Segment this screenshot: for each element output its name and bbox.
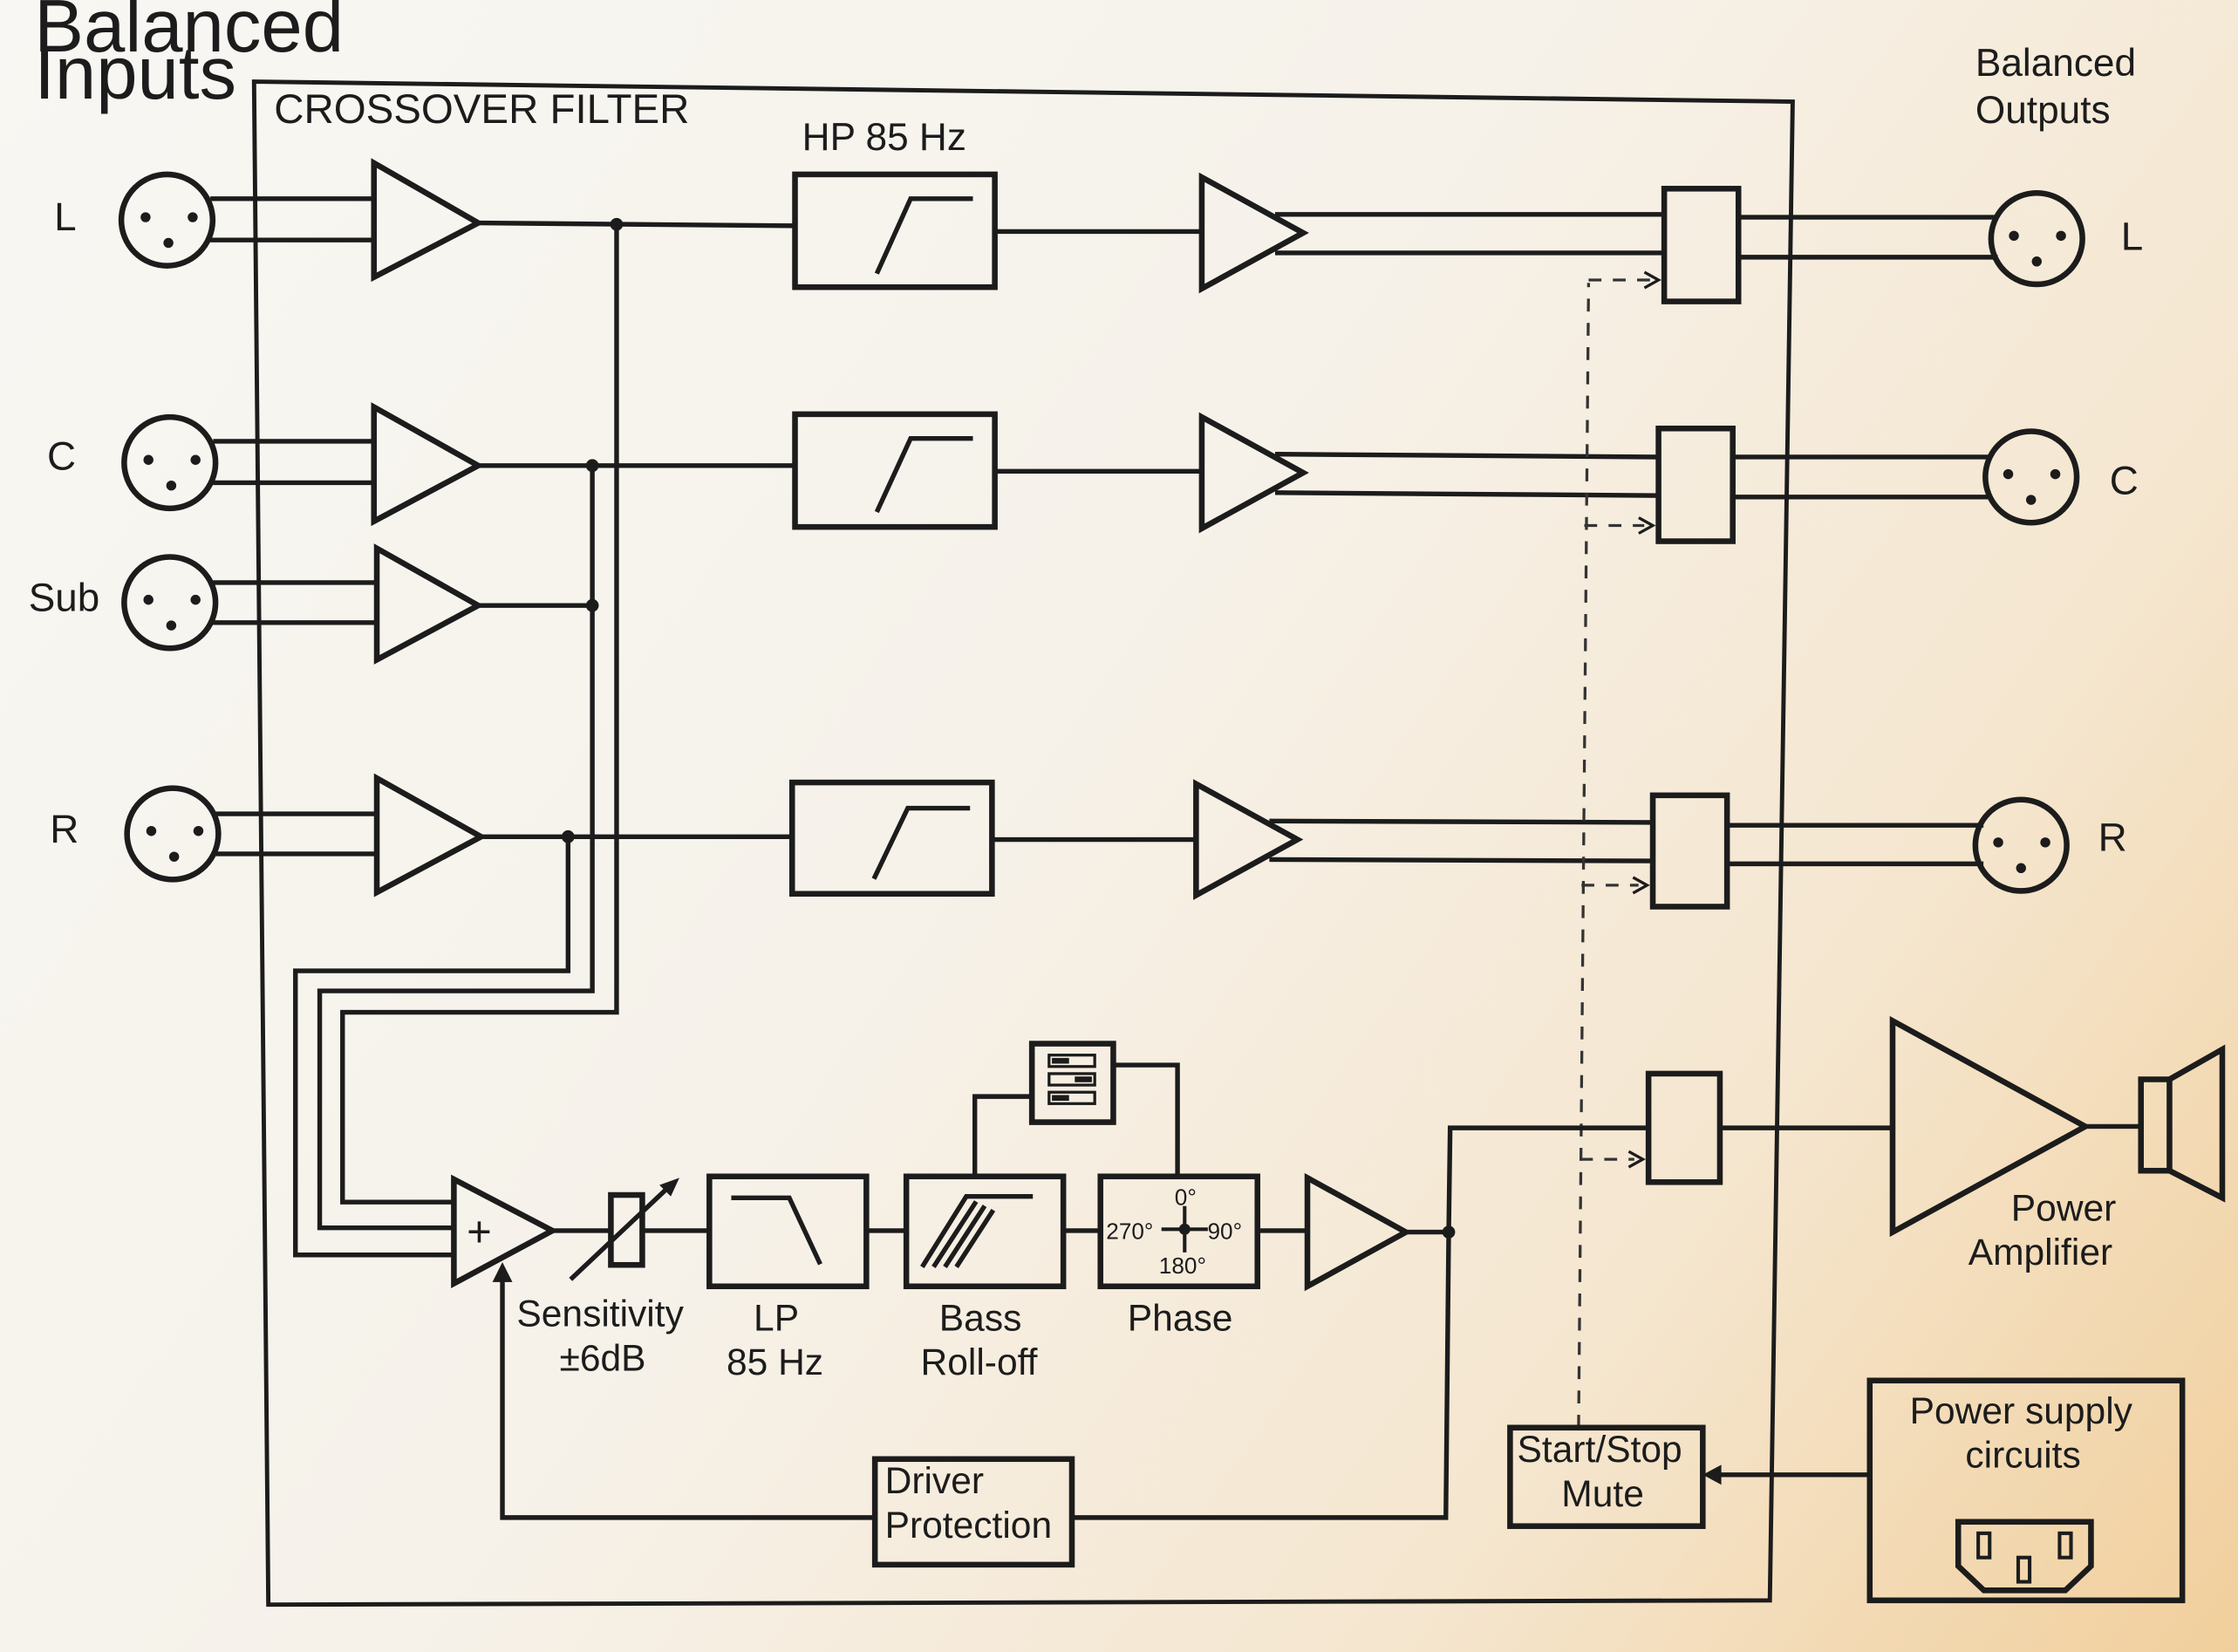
phase-90-label: 90°	[1207, 1219, 1242, 1245]
lowpass-filter	[706, 1173, 870, 1290]
start-stop-mute-box: Start/Stop Mute	[1507, 1424, 1706, 1529]
psu-to-mute-arrow	[1702, 1464, 1722, 1485]
phase-270-label: 270°	[1106, 1219, 1153, 1245]
xlr-input-l-icon	[118, 171, 216, 269]
input-lines	[210, 196, 379, 857]
summer-plus-symbol: +	[467, 1209, 492, 1256]
xlr-input-sub-icon	[121, 554, 219, 652]
speaker-icon	[2138, 1044, 2226, 1203]
svg-text:Start/Stop: Start/Stop	[1518, 1429, 1682, 1471]
signal-lines	[293, 220, 798, 1258]
junction-sub	[585, 598, 599, 612]
dip-switch-icon	[1028, 1041, 1116, 1125]
svg-text:Outputs: Outputs	[1975, 89, 2111, 132]
output-amp-r	[1193, 779, 1304, 900]
sensitivity-control	[569, 1178, 679, 1281]
bass-rolloff-label: Bass Roll-off	[921, 1297, 1038, 1383]
crossover-title: CROSSOVER FILTER	[274, 86, 689, 133]
junction-l	[610, 217, 624, 231]
bass-rolloff-filter	[903, 1173, 1067, 1290]
sensitivity-label: Sensitivity ±6dB	[516, 1294, 684, 1380]
phase-180-label: 180°	[1159, 1253, 1206, 1279]
protection-to-summer	[500, 1272, 877, 1520]
input-amp-r	[373, 773, 488, 898]
output-label-l: L	[2121, 215, 2143, 259]
mute-relay-sub	[1645, 1070, 1723, 1185]
driver-protection-box: Driver Protection	[871, 1456, 1075, 1568]
xlr-input-c-icon	[121, 413, 219, 512]
phase-0-label: 0°	[1175, 1184, 1197, 1210]
svg-text:Power: Power	[2011, 1187, 2117, 1229]
svg-text:Mute: Mute	[1561, 1473, 1644, 1515]
power-supply-box: Power supply circuits	[1866, 1377, 2186, 1604]
input-amp-l	[371, 158, 485, 283]
input-label-l: L	[54, 195, 76, 239]
svg-text:Bass: Bass	[939, 1297, 1022, 1339]
power-amplifier	[1889, 1015, 2091, 1238]
crossover-frame	[251, 79, 1795, 1608]
mute-relay-c	[1655, 425, 1736, 544]
mute-relay-r	[1649, 792, 1730, 910]
output-amp-l	[1198, 172, 1309, 294]
output-label-r: R	[2098, 816, 2127, 860]
highpass-filter-l	[792, 171, 998, 290]
highpass-label: HP 85 Hz	[802, 116, 966, 159]
dip-switch-links	[972, 1062, 1180, 1179]
iec-power-inlet-icon	[1955, 1519, 2094, 1594]
xlr-output-c-icon	[1982, 428, 2080, 526]
phase-label: Phase	[1128, 1297, 1233, 1339]
sub-output-amp	[1304, 1172, 1412, 1292]
power-amplifier-label: Power Amplifier	[1968, 1187, 2117, 1273]
junction-c	[585, 459, 599, 473]
svg-text:Sensitivity: Sensitivity	[516, 1294, 684, 1335]
output-amp-c	[1198, 412, 1309, 534]
mute-relay-l	[1661, 186, 1742, 304]
svg-text:Balanced: Balanced	[34, 0, 344, 68]
xlr-output-l-icon	[1988, 189, 2085, 288]
svg-text:Balanced: Balanced	[1975, 42, 2136, 85]
input-label-sub: Sub	[29, 576, 100, 620]
xlr-output-r-icon	[1972, 796, 2070, 894]
svg-text:Driver: Driver	[885, 1460, 984, 1502]
balanced-outputs-heading: Balanced Outputs	[1975, 42, 2136, 132]
xlr-input-r-icon	[124, 785, 222, 883]
svg-text:Inputs: Inputs	[34, 32, 236, 115]
svg-text:Amplifier: Amplifier	[1968, 1232, 2112, 1273]
svg-text:85 Hz: 85 Hz	[727, 1341, 823, 1383]
highpass-filter-c	[792, 411, 998, 530]
input-amp-c	[371, 402, 485, 527]
svg-text:Power supply: Power supply	[1910, 1390, 2133, 1432]
output-label-c: C	[2110, 459, 2139, 503]
lowpass-label: LP 85 Hz	[727, 1297, 823, 1383]
svg-text:Roll-off: Roll-off	[921, 1341, 1038, 1383]
junction-r	[561, 829, 575, 843]
input-label-c: C	[47, 434, 76, 479]
svg-text:Protection: Protection	[885, 1505, 1053, 1546]
svg-text:±6dB: ±6dB	[559, 1337, 645, 1379]
input-amp-sub	[373, 543, 485, 665]
protection-feedback	[1069, 1229, 1451, 1520]
sub-to-relay	[1446, 1125, 1651, 1235]
mute-control-lines	[1577, 270, 1661, 1428]
protection-arrow	[492, 1261, 513, 1282]
summing-amplifier	[451, 1174, 559, 1288]
highpass-filter-r	[788, 779, 995, 898]
output-lines	[1269, 212, 1998, 867]
input-label-r: R	[50, 807, 78, 851]
svg-text:circuits: circuits	[1965, 1435, 2080, 1477]
svg-text:LP: LP	[754, 1297, 799, 1339]
balanced-inputs-heading: Balanced Inputs	[34, 0, 344, 115]
